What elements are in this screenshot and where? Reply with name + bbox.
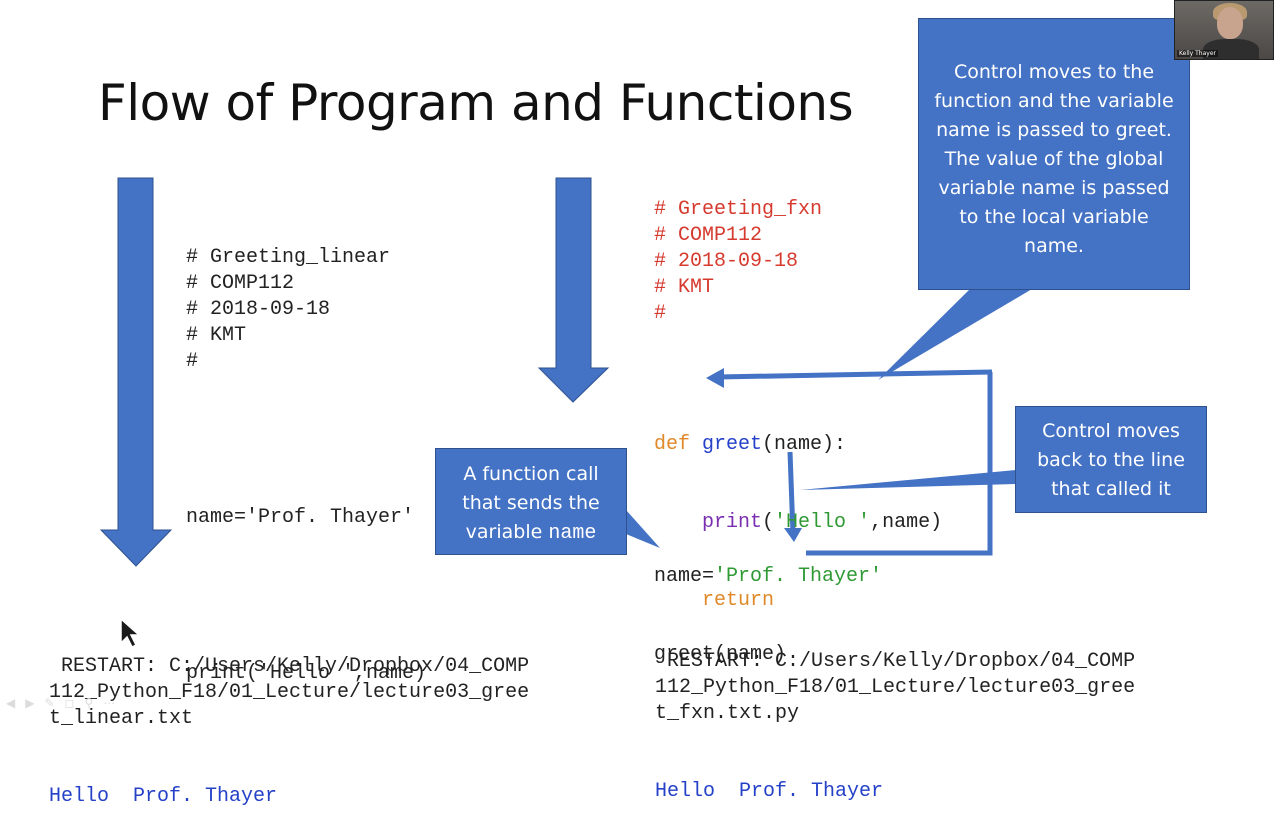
assign-var: name= bbox=[654, 565, 715, 588]
output-linear-restart: RESTART: C:/Users/Kelly/Dropbox/04_COMP … bbox=[49, 655, 530, 730]
print-string: 'Hello ' bbox=[774, 511, 871, 534]
webcam-thumbnail[interactable]: Kelly Thayer bbox=[1174, 0, 1274, 60]
middle-down-arrow bbox=[537, 177, 610, 403]
return-arrow-line bbox=[787, 451, 796, 535]
fxn-header-comments: # Greeting_fxn # COMP112 # 2018-09-18 # … bbox=[654, 198, 823, 325]
call-line: greet(name) bbox=[654, 643, 787, 666]
assign-string: 'Prof. Thayer' bbox=[714, 565, 883, 588]
webcam-face bbox=[1217, 7, 1243, 39]
presentation-toolbar-icons[interactable]: ◀▶✎◻⚲⋯ bbox=[6, 696, 126, 710]
linear-code-block: # Greeting_linear # COMP112 # 2018-09-18… bbox=[186, 193, 426, 713]
flow-arrows bbox=[99, 177, 1032, 567]
def-keyword: def bbox=[654, 433, 691, 456]
callout-control-back: Control moves back to the line that call… bbox=[1015, 406, 1207, 513]
output-fxn: RESTART: C:/Users/Kelly/Dropbox/04_COMP … bbox=[655, 597, 1135, 831]
output-fxn-restart: RESTART: C:/Users/Kelly/Dropbox/04_COMP … bbox=[655, 650, 1136, 725]
function-flow-bracket bbox=[806, 372, 993, 556]
bracket-top-line bbox=[717, 369, 993, 380]
callout-function-call-code: name bbox=[548, 522, 597, 545]
linear-print-line: print('Hello ',name) bbox=[186, 662, 427, 685]
return-arrowhead bbox=[784, 528, 802, 542]
right-callout-pointer bbox=[800, 470, 1016, 490]
def-arrowhead bbox=[706, 368, 724, 388]
mouse-pointer-icon bbox=[120, 617, 141, 649]
output-linear-hello: Hello Prof. Thayer bbox=[49, 785, 278, 808]
def-params: (name): bbox=[762, 433, 847, 456]
top-callout-pointer bbox=[878, 289, 1032, 380]
callout-function-call-text: A function call that sends the variable bbox=[462, 463, 600, 543]
print-keyword: print bbox=[702, 511, 763, 534]
def-function-name: greet bbox=[702, 433, 763, 456]
fxn-main-block: name='Prof. Thayer' greet(name) bbox=[654, 512, 882, 694]
left-down-arrow bbox=[99, 177, 173, 567]
linear-assign-line: name='Prof. Thayer' bbox=[186, 506, 415, 529]
output-fxn-hello: Hello Prof. Thayer bbox=[655, 780, 884, 803]
slide-title: Flow of Program and Functions bbox=[98, 74, 854, 132]
linear-header-comments: # Greeting_linear # COMP112 # 2018-09-18… bbox=[186, 246, 391, 373]
print-open: ( bbox=[762, 511, 775, 534]
print-close: ,name) bbox=[870, 511, 943, 534]
return-keyword: return bbox=[702, 589, 775, 612]
webcam-participant-name: Kelly Thayer bbox=[1177, 50, 1218, 57]
fxn-def-block: def greet(name): print('Hello ',name) re… bbox=[654, 380, 942, 640]
callout-control-to-function: Control moves to the function and the va… bbox=[918, 18, 1190, 290]
callout-function-call: A function call that sends the variable … bbox=[435, 448, 627, 555]
